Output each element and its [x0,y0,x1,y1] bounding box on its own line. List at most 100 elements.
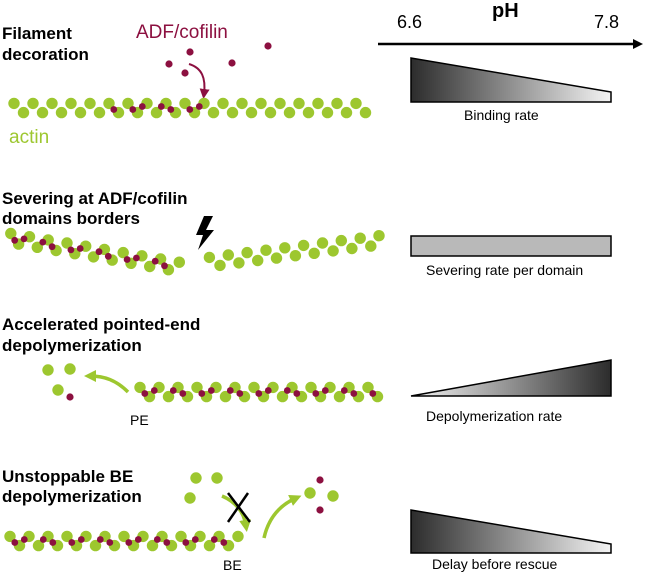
actin-subunit [203,251,216,264]
cofilin-molecule [39,536,47,543]
actin-subunit [173,256,185,268]
be-label: BE [223,557,242,573]
actin-subunit [274,97,286,110]
cofilin-molecule [157,103,165,110]
actin-subunit [232,530,244,543]
actin-subunit [312,97,324,110]
actin-subunit [214,259,226,272]
actin-subunit [264,106,277,119]
cofilin-free [316,476,324,484]
actin-subunit [362,381,374,394]
panel2-title-line1: Severing at ADF/cofilin [2,189,188,208]
ph-min-label: 6.6 [397,12,423,32]
actin-subunit [5,227,17,240]
cofilin-molecule [161,262,168,270]
cofilin-molecule [207,387,215,394]
cofilin-molecule [133,254,140,262]
ph-axis-title: pH [492,0,519,22]
actin-subunit [308,247,320,259]
actin-subunit [217,97,229,110]
cofilin-molecule [195,103,203,110]
cofilin-molecule [123,256,131,263]
actin-subunit [219,390,232,403]
actin-subunit [191,381,203,394]
cofilin-free [181,69,189,77]
actin-subunit [4,530,16,543]
actin-subunit [207,106,220,119]
actin-subunit [373,230,385,242]
actin-subunit [245,106,258,119]
actin-subunit [331,97,343,110]
actin-subunit [179,97,191,110]
actin-subunit [354,232,366,244]
actin-subunit [31,241,43,253]
actin-subunit [36,106,49,119]
actin-subunit [293,97,305,110]
actin-subunit [144,260,156,273]
panel3-title-line2: depolymerization [2,336,142,355]
actin-subunit [236,97,248,110]
cofilin-molecule [67,246,75,254]
actin-free [42,364,54,376]
cofilin-binding-arrow [188,63,210,99]
cofilin-molecule [321,387,329,394]
filament-decoration [8,97,372,119]
delay-before-rescue-label: Delay before rescue [432,556,558,572]
actin-subunit [233,257,245,269]
actin-subunit [93,106,106,119]
cofilin-molecule [96,536,104,543]
actin-subunit [316,237,329,249]
actin-subunit [17,106,30,119]
pe-label: PE [130,412,149,428]
cofilin-free [228,59,236,67]
actin-subunit [327,245,339,257]
actin-subunit [222,249,234,261]
filament-be-depolymerizing [4,530,244,552]
cofilin-molecule [20,235,28,243]
cofilin-molecule [125,539,133,546]
actin-subunit [283,106,296,119]
actin-subunit [146,539,159,552]
adf-cofilin-label: ADF/cofilin [136,22,228,43]
panel1-title-line2: decoration [2,45,89,64]
cofilin-molecule [11,236,19,244]
cofilin-molecule [138,103,146,110]
actin-subunit [365,240,377,252]
severing-rate-label: Severing rate per domain [426,262,584,278]
actin-subunit [241,246,253,259]
depolymerization-rate-label: Depolymerization rate [426,408,563,424]
actin-subunit [346,242,358,255]
actin-subunit [335,234,347,247]
actin-subunit [321,106,334,119]
actin-subunit [117,246,129,259]
severing-rate-bar [410,235,612,257]
actin-subunit [289,250,302,262]
ph-max-label: 7.8 [594,12,620,32]
actin-free [190,472,202,484]
cofilin-molecule [264,387,272,394]
cofilin-molecule [169,387,177,394]
be-release-arrow [262,494,302,539]
cofilin-molecule [255,390,263,397]
actin-subunit [175,530,187,543]
actin-subunit [350,97,362,110]
panel3-title-line1: Accelerated pointed-end [2,315,201,334]
actin-free [64,363,76,375]
cofilin-free [165,60,173,68]
cofilin-molecule [179,390,187,397]
actin-free [327,490,339,502]
cofilin-molecule [110,106,118,113]
actin-subunit [305,381,317,394]
actin-subunit [134,381,146,394]
lightning-icon [196,216,214,250]
cofilin-molecule [186,106,194,113]
actin-subunit [255,97,267,110]
actin-subunit [46,97,58,110]
actin-free [211,472,223,484]
actin-subunit [150,106,163,119]
cofilin-molecule [11,539,19,546]
binding-rate-label: Binding rate [464,107,539,123]
cofilin-molecule [340,387,348,394]
panel4-title-line2: depolymerization [2,487,142,506]
